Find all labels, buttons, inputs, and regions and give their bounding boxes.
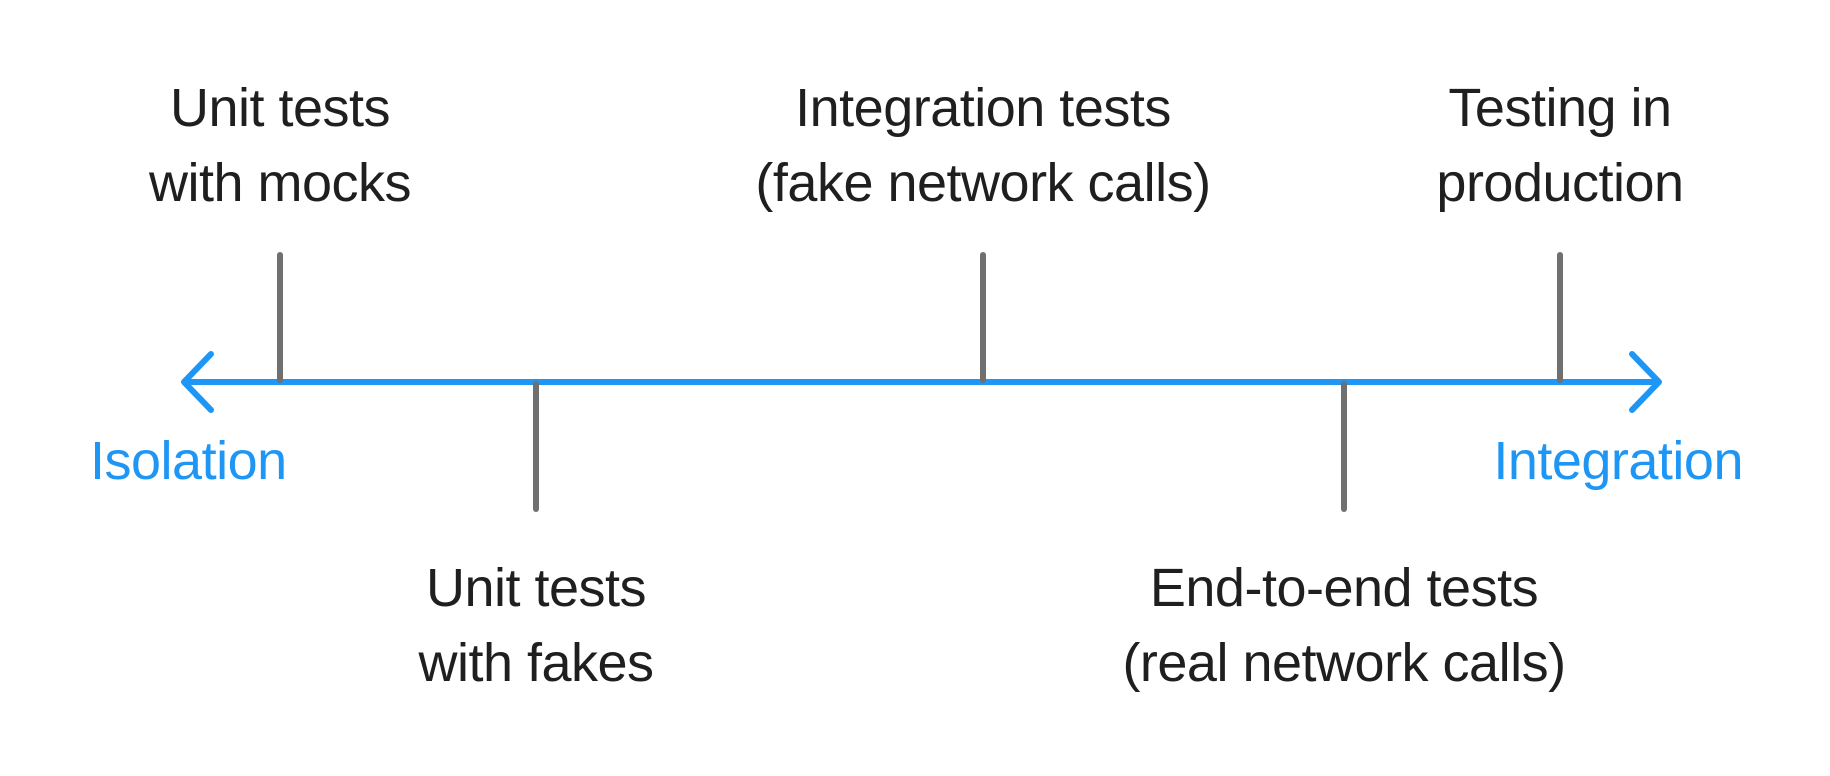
label-line: Unit tests (425, 558, 647, 618)
label-testing-in-production: Testing in production (1436, 71, 1684, 221)
label-integration-tests: Integration tests (fake network calls) (755, 71, 1211, 221)
label-line: Testing in (1448, 78, 1672, 138)
label-line: production (1436, 153, 1684, 213)
label-line: End-to-end tests (1149, 558, 1539, 618)
label-line: with mocks (148, 153, 412, 213)
left-arrowhead-icon (181, 351, 214, 413)
label-unit-tests-fakes: Unit tests with fakes (418, 551, 654, 701)
right-arrowhead-icon (1629, 351, 1662, 413)
label-line: Integration tests (795, 78, 1171, 138)
label-unit-tests-mocks: Unit tests with mocks (148, 71, 412, 221)
axis-left-end-label: Isolation (90, 431, 287, 491)
label-line: (real network calls) (1122, 633, 1566, 693)
label-line: (fake network calls) (755, 153, 1211, 213)
axis-right-end-label: Integration (1493, 431, 1743, 491)
label-line: with fakes (418, 633, 654, 693)
label-end-to-end-tests: End-to-end tests (real network calls) (1122, 551, 1566, 701)
label-line: Unit tests (169, 78, 391, 138)
